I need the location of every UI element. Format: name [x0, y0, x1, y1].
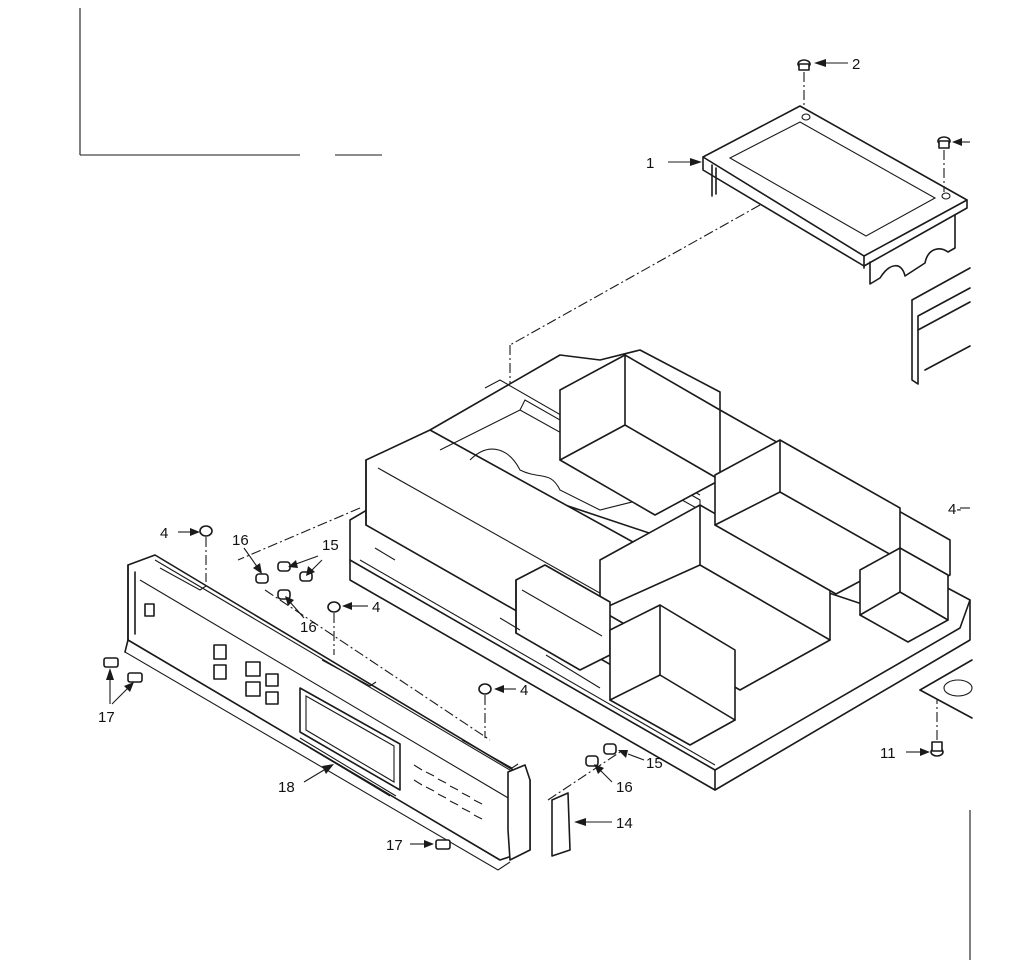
label-part-4c: 4 — [520, 682, 528, 699]
label-part-4b: 4 — [372, 599, 380, 616]
callout-labels: 1 2 4 4 4 4- 11 14 15 15 16 16 16 17 17 … — [98, 56, 961, 854]
knobs-15-16 — [255, 561, 617, 767]
label-part-17b: 17 — [386, 837, 403, 854]
label-part-11: 11 — [880, 745, 896, 762]
label-part-4a: 4 — [160, 525, 168, 542]
label-part-1: 1 — [646, 155, 654, 172]
top-cover — [702, 105, 968, 285]
screw-part-2 — [797, 59, 811, 108]
lever-14 — [551, 792, 571, 857]
label-part-15a: 15 — [322, 537, 339, 554]
feet-17 — [103, 657, 451, 850]
label-part-16a: 16 — [232, 532, 249, 549]
screw-right-top — [937, 136, 951, 192]
label-part-15b: 15 — [646, 755, 663, 772]
label-part-16c: 16 — [616, 779, 633, 796]
side-panel-partial — [911, 267, 971, 385]
main-chassis — [349, 349, 973, 791]
screws-part-4 — [199, 525, 492, 738]
label-part-18: 18 — [278, 779, 295, 796]
label-part-16b: 16 — [300, 619, 317, 636]
leader-lines — [106, 59, 970, 848]
border-lines — [79, 8, 971, 960]
label-part-17a: 17 — [98, 709, 115, 726]
label-part-2: 2 — [852, 56, 860, 73]
screw-part-11 — [930, 700, 944, 757]
front-panel — [124, 554, 531, 871]
label-part-4d: 4- — [948, 501, 961, 518]
label-part-14: 14 — [616, 815, 633, 832]
